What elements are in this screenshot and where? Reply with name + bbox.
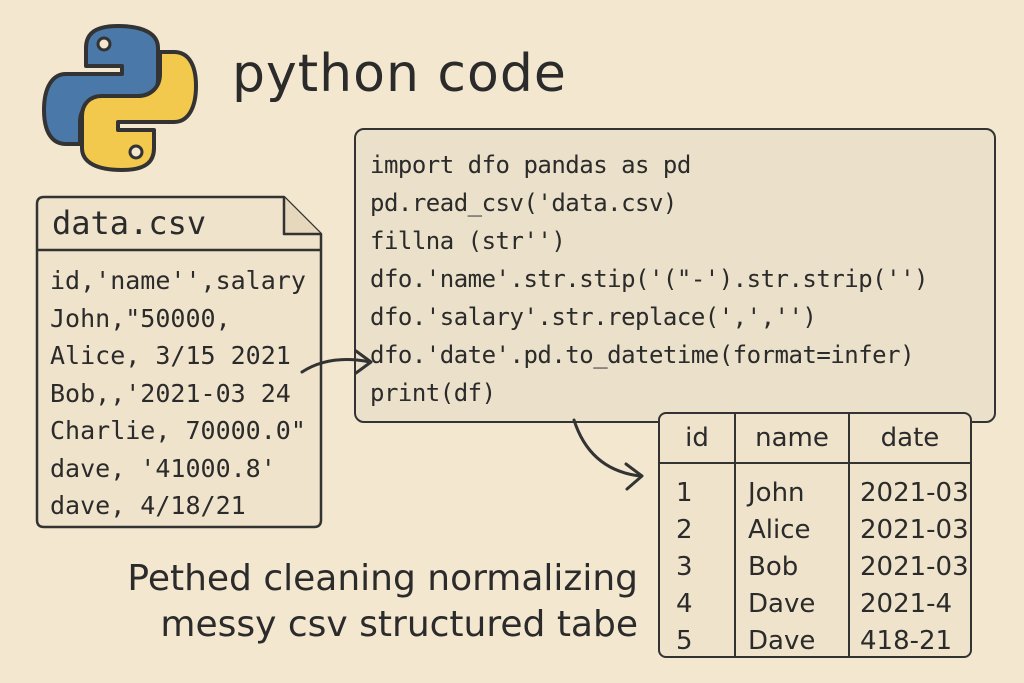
cell-name: Bob xyxy=(735,548,850,585)
cell-id: 1 xyxy=(660,463,736,511)
cell-date: 2021-03 xyxy=(860,477,969,508)
cell-date: 418-21 xyxy=(860,625,953,656)
cell-id: 4 xyxy=(660,585,736,622)
code-line: dfo.'date'.pd.to_datetime(format=infer) xyxy=(370,341,915,369)
result-table: id name date 1 John 2021-03 2 Alice 2021… xyxy=(658,412,972,658)
csv-line: dave, 4/18/21 xyxy=(50,491,246,520)
code-line: pd.read_csv('data.csv) xyxy=(370,189,677,217)
table-header-row: id name date xyxy=(660,414,970,464)
table-row: 1 John 2021-03 xyxy=(660,463,970,511)
cell-date: 2021-03 xyxy=(860,551,969,582)
csv-line: Bob,,'2021-03 24 xyxy=(50,378,291,408)
file-name: data.csv xyxy=(52,204,207,242)
python-logo-icon xyxy=(42,24,198,172)
code-line: dfo.'salary'.str.replace(',','') xyxy=(370,303,817,331)
cell-id: 3 xyxy=(660,548,736,585)
csv-file-card xyxy=(34,194,324,530)
cell-name: John xyxy=(735,463,850,511)
csv-line: John,"50000, xyxy=(50,303,231,333)
column-header-id: id xyxy=(660,414,736,464)
cell-name: Dave xyxy=(735,622,850,656)
csv-line: dave, '41000.8' xyxy=(50,453,276,483)
cell-id: 5 xyxy=(660,622,736,656)
csv-line: id,'name'',salary xyxy=(50,266,306,295)
page-title: python code xyxy=(232,44,567,104)
code-line: import dfo pandas as pd xyxy=(370,151,691,179)
cell-name: Alice xyxy=(735,511,850,548)
table-row: 5 Dave 418-21 xyxy=(660,622,970,656)
csv-line: Alice, 3/15 2021 xyxy=(50,341,291,370)
arrow-code-to-table-icon xyxy=(572,418,644,491)
cell-date: 2021-4 xyxy=(860,588,953,619)
caption-line: messy csv structured tabe xyxy=(160,604,638,645)
code-line: dfo.'name'.str.stip('("-').str.strip('') xyxy=(370,265,928,293)
data-table: id name date 1 John 2021-03 2 Alice 2021… xyxy=(660,414,970,656)
column-header-name: name xyxy=(735,414,850,464)
column-header-date: date xyxy=(849,414,970,464)
table-row: 3 Bob 2021-03 xyxy=(660,548,970,585)
document-icon xyxy=(35,195,323,529)
cell-name: Dave xyxy=(735,585,850,622)
table-row: 2 Alice 2021-03 xyxy=(660,511,970,548)
csv-lines: id,'name'',salary John,"50000, Alice, 3/… xyxy=(50,262,306,525)
caption-line: Pethed cleaning normalizing xyxy=(127,558,638,599)
table-row: 4 Dave 2021-4 xyxy=(660,585,970,622)
code-panel xyxy=(354,128,996,423)
cell-id: 2 xyxy=(660,511,736,548)
cell-date: 2021-03 xyxy=(860,514,969,545)
code-line: print(df) xyxy=(370,379,496,407)
caption: Pethed cleaning normalizing messy csv st… xyxy=(48,556,638,648)
csv-line: Charlie, 70000.0" xyxy=(50,416,306,445)
code-line: fillna (str'') xyxy=(370,227,566,255)
code-lines: import dfo pandas as pd pd.read_csv('dat… xyxy=(370,146,928,412)
